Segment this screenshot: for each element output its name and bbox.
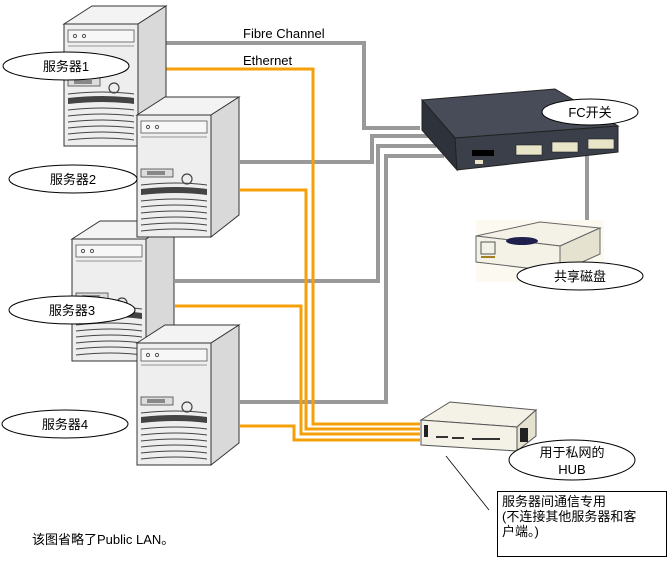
callout-line-2: (不连接其他服务器和客: [502, 509, 637, 524]
eth-cable-server2: [240, 188, 420, 431]
svg-text:用于私网的: 用于私网的: [539, 445, 604, 460]
hub-label: 用于私网的 HUB: [508, 439, 636, 481]
ethernet-cables: [166, 67, 420, 442]
server-2: [136, 96, 240, 238]
callout-line-3: 户端。): [502, 524, 539, 539]
server-4-label: 服务器4: [1, 409, 129, 439]
callout-pointer: [445, 455, 490, 511]
fc-cable-server1: [166, 41, 420, 130]
eth-cable-server3: [175, 304, 420, 436]
callout-box: 服务器间通信专用 (不连接其他服务器和客 户端。): [497, 491, 667, 557]
shared-disk-label: 共享磁盘: [516, 261, 644, 291]
server-3-label: 服务器3: [8, 295, 136, 325]
hub: [419, 401, 538, 453]
eth-cable-server4: [240, 424, 420, 442]
svg-text:共享磁盘: 共享磁盘: [554, 269, 606, 284]
svg-text:服务器1: 服务器1: [43, 59, 89, 74]
legend-fibre-channel: Fibre Channel: [243, 26, 325, 41]
fc-cable-server2: [240, 134, 428, 164]
server-4: [136, 324, 240, 466]
svg-text:HUB: HUB: [558, 462, 585, 477]
callout-line-1: 服务器间通信专用: [502, 494, 607, 509]
server-2-label: 服务器2: [8, 164, 138, 194]
fc-switch-label: FC开关: [541, 98, 639, 126]
fc-cable-server3: [175, 144, 436, 283]
svg-text:服务器2: 服务器2: [50, 172, 96, 187]
svg-text:服务器4: 服务器4: [42, 417, 88, 432]
eth-cable-server1: [166, 67, 420, 426]
svg-text:服务器3: 服务器3: [49, 303, 95, 318]
legend-ethernet: Ethernet: [243, 53, 293, 68]
svg-text:FC开关: FC开关: [568, 105, 611, 120]
server-1-label: 服务器1: [2, 51, 130, 81]
footnote: 该图省略了Public LAN。: [32, 532, 175, 547]
